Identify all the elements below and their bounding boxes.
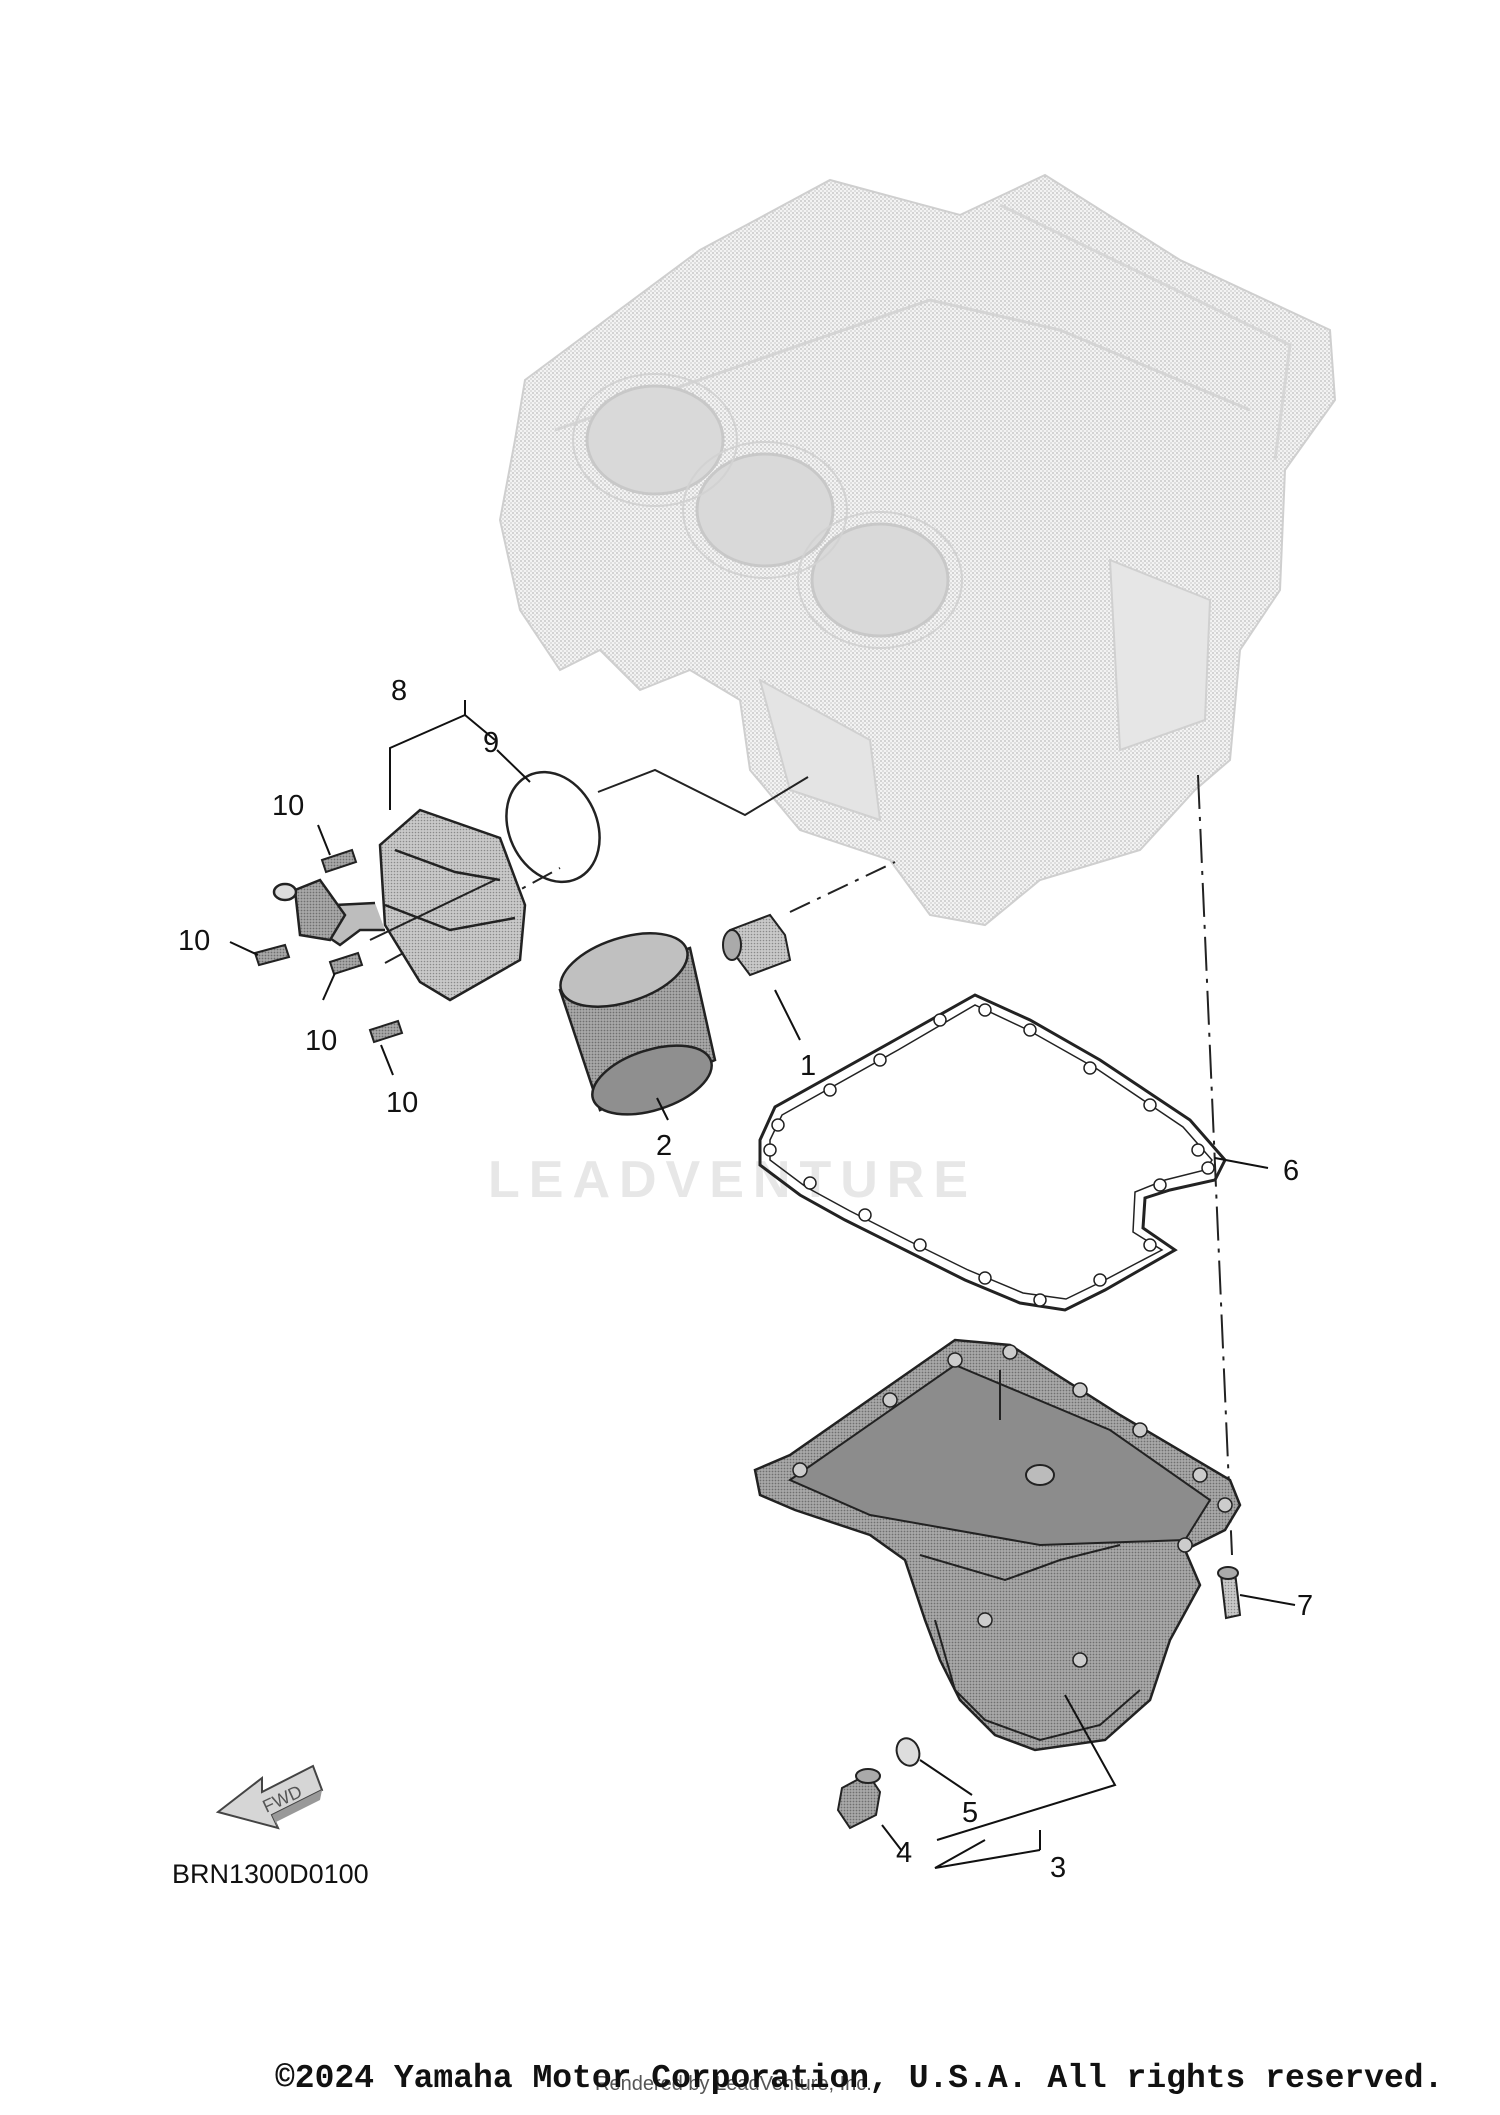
crankcase xyxy=(498,173,1337,927)
callout-8: 8 xyxy=(391,675,407,707)
callout-7: 7 xyxy=(1297,1590,1313,1622)
rendered-by-credit: Rendered by LeadVenture, Inc. xyxy=(595,2073,872,2095)
callout-1: 1 xyxy=(800,1050,816,1082)
watermark: LEADVENTURE xyxy=(488,1151,978,1209)
oil-filter-union-bolt xyxy=(722,913,792,977)
callout-9: 9 xyxy=(483,727,499,759)
callout-10-middle: 10 xyxy=(305,1025,337,1057)
callout-4: 4 xyxy=(896,1837,912,1869)
oil-pan-gasket xyxy=(758,993,1227,1312)
oil-filter xyxy=(558,932,717,1116)
callouts: 1 2 3 4 5 6 7 8 9 10 10 10 10 xyxy=(178,675,1313,1884)
callout-10-left: 10 xyxy=(178,925,210,957)
oil-cooler-bolts xyxy=(253,848,404,1044)
oil-pan xyxy=(753,1338,1242,1752)
drain-washer xyxy=(895,1737,921,1767)
forward-arrow-icon: FWD xyxy=(215,1764,324,1830)
drawing-code: BRN1300D0100 xyxy=(172,1859,369,1889)
copyright-notice: ©2024 Yamaha Motor Corporation, U.S.A. A… xyxy=(275,2060,1444,2097)
callout-2: 2 xyxy=(656,1130,672,1162)
o-ring xyxy=(505,770,601,884)
callout-10-lower: 10 xyxy=(386,1087,418,1119)
oil-pan-bolt xyxy=(1217,1566,1242,1620)
oil-cooler xyxy=(272,808,527,1002)
drain-bolt xyxy=(836,1768,882,1830)
callout-leaders xyxy=(229,700,1296,1869)
callout-10-upper: 10 xyxy=(272,790,304,822)
callout-3: 3 xyxy=(1050,1852,1066,1884)
callout-5: 5 xyxy=(962,1797,978,1829)
callout-6: 6 xyxy=(1283,1155,1299,1187)
